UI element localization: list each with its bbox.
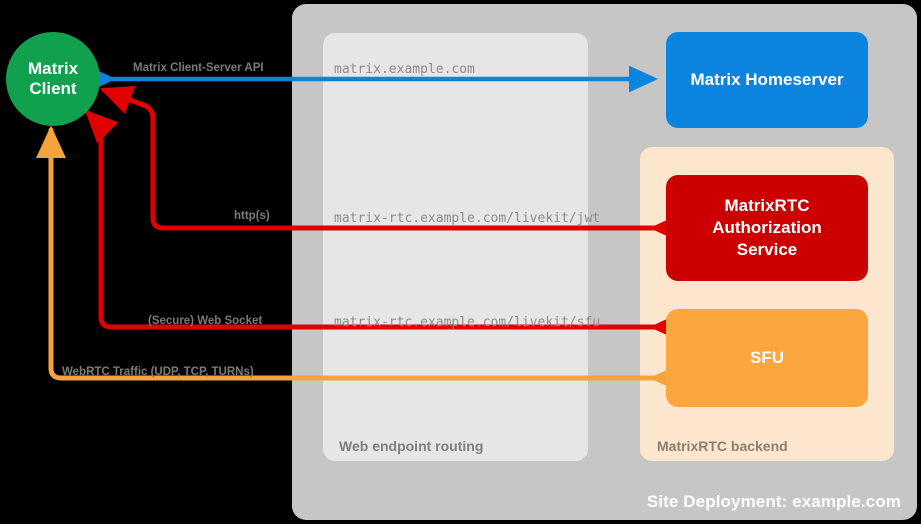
endpoint-livekit-sfu: matrix-rtc.example.com/livekit/sfu [334, 315, 601, 330]
matrixrtc-backend-label: MatrixRTC backend [657, 438, 788, 454]
node-sfu[interactable]: SFU [666, 309, 868, 407]
site-deployment-label: Site Deployment: example.com [646, 492, 901, 511]
node-matrixrtc-authorization-service[interactable]: MatrixRTC Authorization Service [666, 175, 868, 281]
matrix-homeserver-label: Matrix Homeserver [690, 70, 844, 89]
edge-label-client-server-api: Matrix Client-Server API [133, 62, 264, 74]
endpoint-matrix-example-com: matrix.example.com [334, 62, 475, 77]
web-endpoint-routing-panel [323, 33, 588, 461]
auth-label-line1: MatrixRTC [724, 195, 810, 215]
edge-label-jwt: http(s) [234, 210, 270, 222]
matrix-client-label-line1: Matrix [27, 58, 79, 78]
node-matrix-client[interactable]: Matrix Client [6, 32, 100, 126]
web-endpoint-routing-label: Web endpoint routing [339, 438, 484, 454]
edge-label-sfu-websocket: (Secure) Web Socket [148, 315, 263, 327]
auth-label-line3: Service [736, 240, 798, 260]
node-matrix-homeserver[interactable]: Matrix Homeserver [666, 32, 868, 128]
endpoint-livekit-jwt: matrix-rtc.example.com/livekit/jwt [334, 211, 601, 226]
auth-label-line2: Authorization [712, 217, 822, 237]
sfu-label: SFU [750, 348, 784, 367]
edge-label-webrtc: WebRTC Traffic (UDP, TCP, TURNs) [62, 366, 254, 378]
matrix-client-label-line2: Client [29, 79, 77, 98]
